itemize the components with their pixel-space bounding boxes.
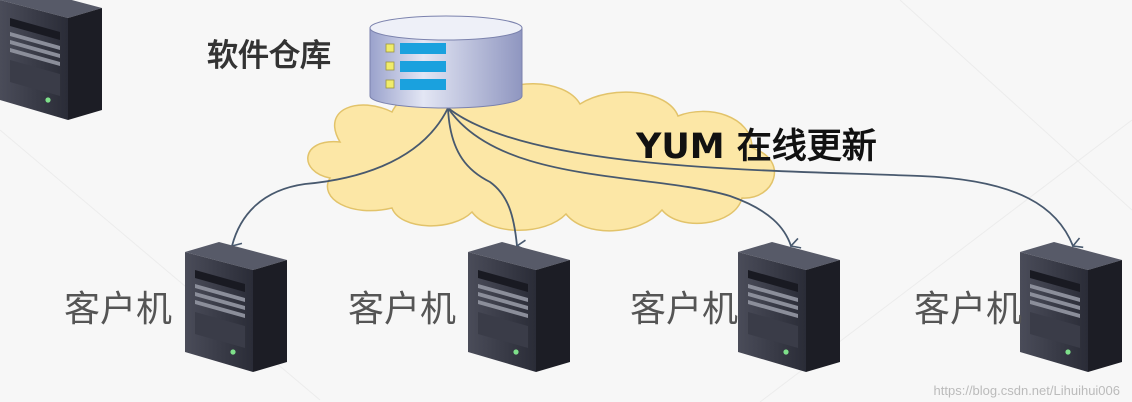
server-icon-client-3 [738, 242, 840, 372]
server-icon [0, 0, 102, 120]
server-icon-client-4 [1020, 242, 1122, 372]
connector-lines [232, 107, 1073, 246]
watermark-text: https://blog.csdn.net/Lihuihui006 [933, 383, 1120, 398]
server-icon-client-1 [185, 242, 287, 372]
yum-update-label: YUM 在线更新 [636, 127, 877, 167]
client-label-3: 客户机 [630, 289, 739, 330]
server-icon-client-2 [468, 242, 570, 372]
client-label-2: 客户机 [348, 289, 457, 330]
connector-to-client-3 [447, 107, 791, 246]
connector-to-client-4 [447, 107, 1073, 246]
client-label-4: 客户机 [914, 289, 1023, 330]
repository-database-icon [369, 15, 523, 109]
connector-to-client-2 [447, 107, 517, 246]
client-label-1: 客户机 [64, 289, 173, 330]
repository-label: 软件仓库 [207, 38, 331, 74]
connector-to-client-1 [232, 107, 449, 246]
